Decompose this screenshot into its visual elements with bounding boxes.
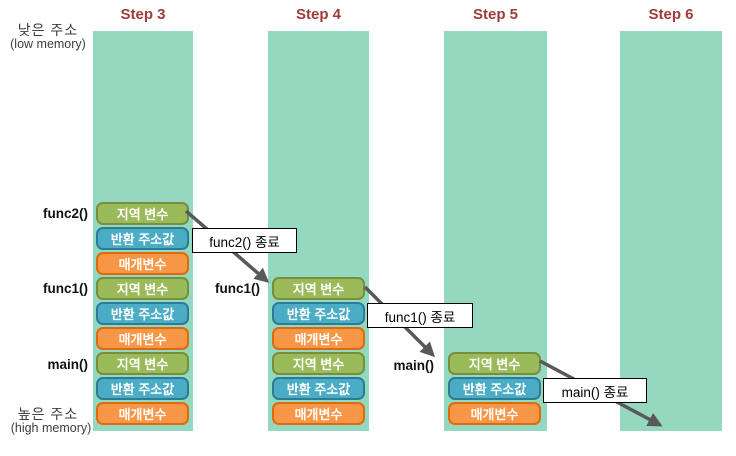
func1-label-step4: func1() — [215, 281, 260, 296]
step6-header: Step 6 — [648, 6, 694, 23]
func1-end-callout: func1() 종료 — [367, 303, 473, 328]
step3-func1-local-var-box: 지역 변수 — [96, 277, 189, 300]
step4-func1-param-box: 매개변수 — [272, 327, 365, 350]
func1-label-step3: func1() — [43, 281, 88, 296]
step4-main-param-box: 매개변수 — [272, 402, 365, 425]
main-end-callout: main() 종료 — [543, 378, 647, 403]
step3-func2-local-var-box: 지역 변수 — [96, 202, 189, 225]
step5-main-local-var-box: 지역 변수 — [448, 352, 541, 375]
step5-header: Step 5 — [472, 6, 518, 23]
step4-header: Step 4 — [295, 6, 341, 23]
step5-main-return-addr-box: 반환 주소값 — [448, 377, 541, 400]
step4-main-local-var-box: 지역 변수 — [272, 352, 365, 375]
memory-column-step6 — [620, 31, 722, 431]
step4-func1-local-var-box: 지역 변수 — [272, 277, 365, 300]
step4-main-return-addr-box: 반환 주소값 — [272, 377, 365, 400]
step4-func1-return-addr-box: 반환 주소값 — [272, 302, 365, 325]
step3-main-return-addr-box: 반환 주소값 — [96, 377, 189, 400]
step3-func1-param-box: 매개변수 — [96, 327, 189, 350]
step3-header: Step 3 — [120, 6, 166, 23]
step3-func2-return-addr-box: 반환 주소값 — [96, 227, 189, 250]
func2-end-callout: func2() 종료 — [192, 228, 297, 253]
step3-main-local-var-box: 지역 변수 — [96, 352, 189, 375]
step5-main-param-box: 매개변수 — [448, 402, 541, 425]
high-memory-label-ko: 높은 주소 — [17, 406, 79, 422]
high-memory-label-en: (high memory) — [10, 421, 92, 435]
func2-label-step3: func2() — [43, 206, 88, 221]
main-label-step3: main() — [47, 357, 89, 372]
main-label-step5: main() — [393, 358, 435, 373]
low-memory-label-en: (low memory) — [10, 37, 86, 51]
step3-func2-param-box: 매개변수 — [96, 252, 189, 275]
step3-main-param-box: 매개변수 — [96, 402, 189, 425]
low-memory-label-ko: 낮은 주소 — [17, 22, 79, 38]
step3-func1-return-addr-box: 반환 주소값 — [96, 302, 189, 325]
